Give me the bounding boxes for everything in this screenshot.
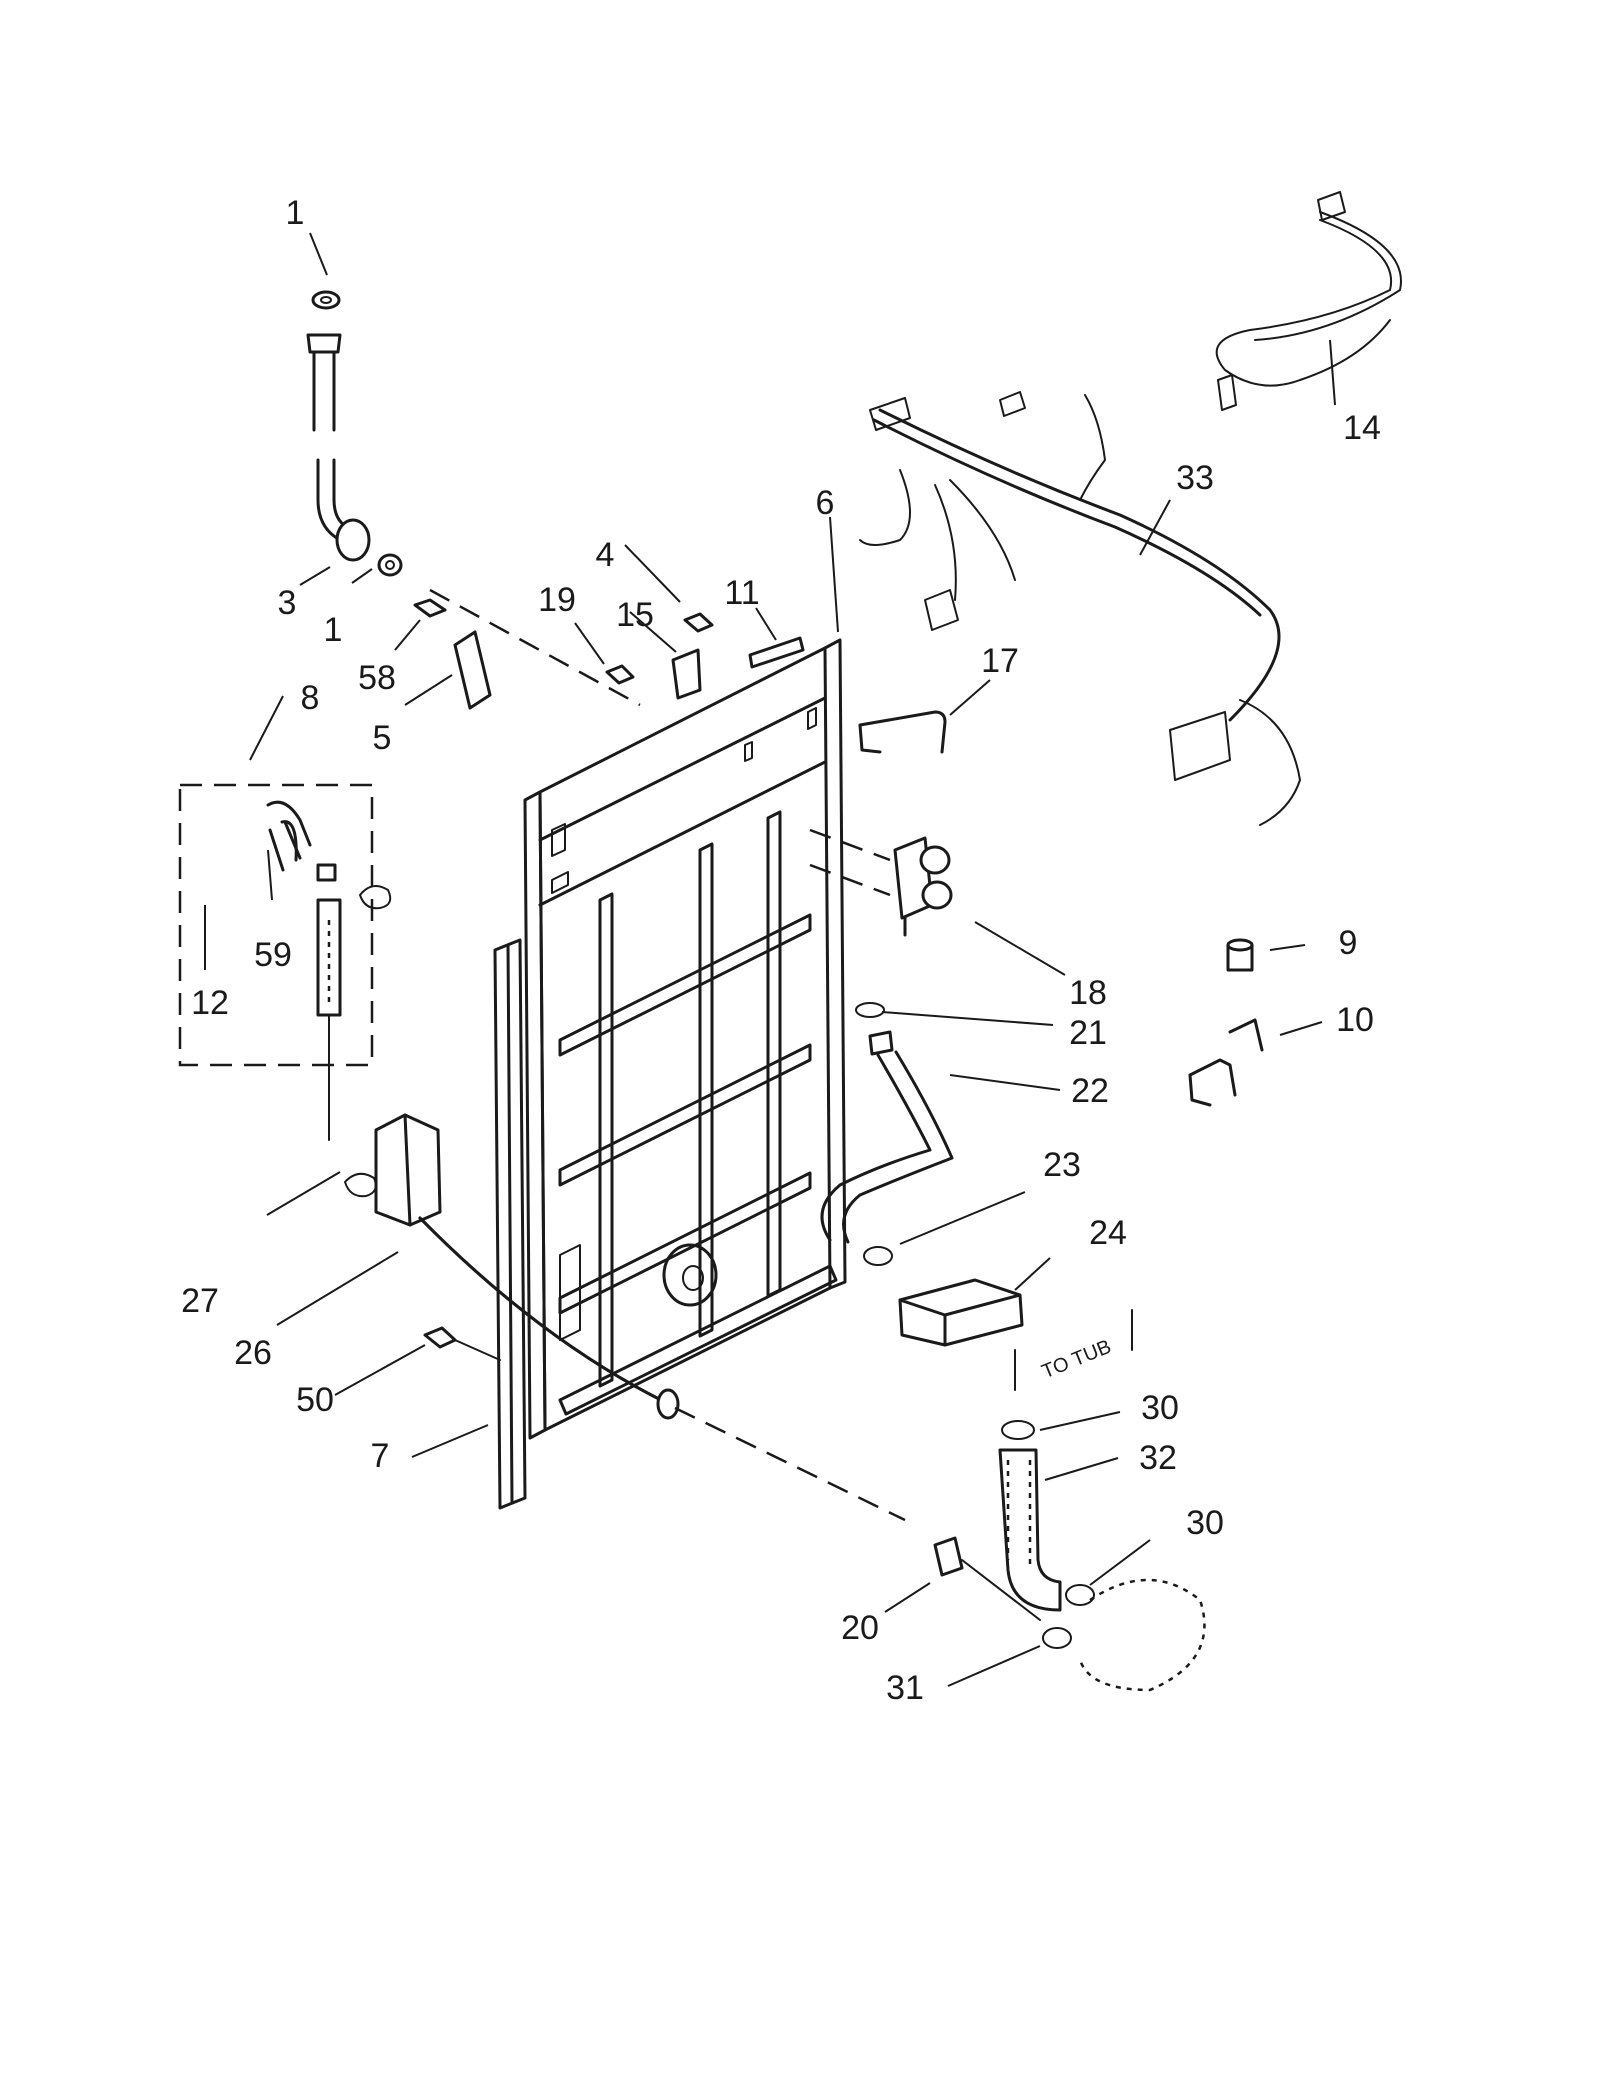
small-parts: [344, 710, 1264, 1347]
callout-20: 20: [841, 1609, 879, 1647]
callouts: 1 1 3 4 5 6 7 8 9 10 11 12 14 15 17 18 1…: [181, 194, 1381, 1707]
to-tub-note: TO TUB: [1039, 1336, 1115, 1384]
callout-1-washer: 1: [324, 611, 343, 649]
inlet-valve-and-hoses: [809, 828, 1206, 1692]
drain-hose: [374, 1113, 906, 1522]
rear-panel: [523, 638, 847, 1440]
callout-18: 18: [1069, 974, 1107, 1012]
callout-4: 4: [596, 536, 615, 574]
callout-8: 8: [301, 679, 320, 717]
callout-arrows: [204, 232, 1336, 1687]
callout-24: 24: [1089, 1214, 1127, 1252]
callout-30-bottom: 30: [1186, 1504, 1224, 1542]
callout-15: 15: [616, 596, 654, 634]
siphon-break-kit: [178, 783, 374, 1141]
callout-12: 12: [191, 984, 229, 1022]
callout-1-top: 1: [286, 194, 305, 232]
callout-5: 5: [373, 719, 392, 757]
callout-7: 7: [371, 1437, 390, 1475]
callout-31: 31: [886, 1669, 924, 1707]
callout-50: 50: [296, 1381, 334, 1419]
callout-30-top: 30: [1141, 1389, 1179, 1427]
callout-27: 27: [181, 1282, 219, 1320]
callout-19: 19: [538, 581, 576, 619]
callout-11: 11: [724, 574, 759, 612]
callout-32: 32: [1139, 1439, 1177, 1477]
callout-9: 9: [1339, 924, 1358, 962]
inlet-hose: [306, 290, 641, 707]
wire-harness: [859, 191, 1402, 826]
callout-17: 17: [981, 642, 1019, 680]
callout-33: 33: [1176, 459, 1214, 497]
callout-26: 26: [234, 1334, 272, 1372]
callout-58: 58: [358, 659, 396, 697]
side-channel: [493, 938, 527, 1510]
callout-23: 23: [1043, 1146, 1081, 1184]
callout-6: 6: [816, 484, 835, 522]
callout-59: 59: [254, 936, 292, 974]
callout-3: 3: [278, 584, 297, 622]
callout-21: 21: [1069, 1014, 1107, 1052]
callout-14: 14: [1343, 409, 1381, 447]
callout-22: 22: [1071, 1072, 1109, 1110]
fasteners: [413, 598, 805, 1361]
callout-10: 10: [1336, 1001, 1374, 1039]
